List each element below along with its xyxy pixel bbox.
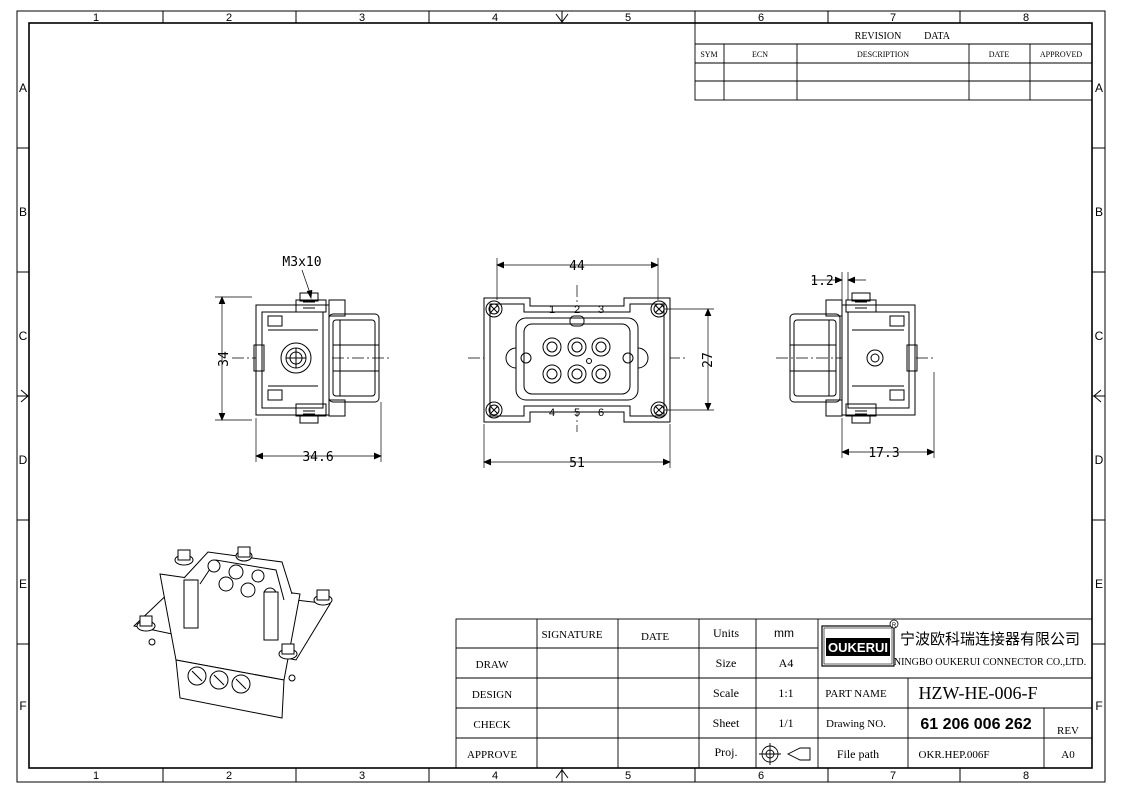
row-label: D [19,453,28,467]
title-role-design: DESIGN [472,689,512,701]
file-path-label: File path [837,747,879,761]
column-label: 3 [359,12,365,24]
column-label: 1 [93,12,99,24]
dim-front-right: 27 [701,352,716,368]
sheet-label: Sheet [713,716,740,730]
rev-value: A0 [1061,749,1075,761]
dim-left-width: 34.6 [302,450,333,465]
company-name-en: NINGBO OUKERUI CONNECTOR CO.,LTD. [894,657,1086,668]
revision-table: REVISION DATA SYM ECN DESCRIPTION DATE A… [694,22,1093,101]
row-label: B [19,205,27,219]
column-label: 4 [492,12,498,24]
row-label: F [1095,699,1102,713]
dim-right-bottom: 17.3 [868,446,899,461]
pin-label: 1 [549,304,555,316]
column-label: 5 [625,770,631,782]
part-name-label: PART NAME [825,688,887,700]
row-label: D [1095,453,1104,467]
column-label: 6 [758,12,764,24]
size-label: Size [716,656,737,670]
company-logo: OUKERUI R [821,619,899,667]
svg-text:R: R [892,623,897,629]
revision-header: SYM [700,50,717,59]
row-labels-left: A B C D E F [19,81,28,713]
row-label: A [1095,81,1103,95]
right-side-view [776,292,936,424]
column-label: 4 [492,770,498,782]
pin-label: 2 [574,304,580,316]
dim-left-height: 34 [217,351,232,367]
pin-label: 4 [549,407,555,419]
row-label: A [19,81,27,95]
revision-header: ECN [752,50,768,59]
revision-title-data: DATA [924,31,951,42]
pin-label: 6 [598,407,604,419]
file-path-value: OKR.HEP.006F [919,749,990,761]
scale-value: 1:1 [778,686,793,700]
logo-text: OUKERUI [828,640,888,655]
scale-label: Scale [713,686,739,700]
left-view-dimensions [215,269,382,462]
dim-screw-label: M3x10 [282,255,321,270]
size-value: A4 [779,656,794,670]
row-label: C [19,329,28,343]
front-view-dimensions [483,258,714,468]
dim-right-top: 1.2 [810,274,833,289]
title-signature-header: SIGNATURE [541,629,602,641]
row-label: E [19,577,27,591]
column-label: 1 [93,770,99,782]
row-label: C [1095,329,1104,343]
dim-front-top: 44 [569,259,585,274]
title-block [455,618,1093,769]
row-label: F [19,699,26,713]
dim-front-bottom: 51 [569,456,585,471]
pin-label: 3 [598,304,604,316]
proj-label: Proj. [714,745,737,759]
title-role-approve: APPROVE [467,749,517,761]
units-value: mm [774,626,794,640]
column-label: 7 [890,12,896,24]
row-label: B [1095,205,1103,219]
title-role-draw: DRAW [476,659,509,671]
title-role-check: CHECK [473,719,510,731]
pin-label: 5 [574,407,580,419]
column-label: 8 [1023,770,1029,782]
row-label: E [1095,577,1103,591]
revision-title: REVISION [855,31,902,42]
column-label: 8 [1023,12,1029,24]
column-label: 2 [226,770,232,782]
revision-header: DESCRIPTION [857,50,909,59]
projection-symbol-icon [759,743,811,765]
rev-label: REV [1057,725,1079,737]
revision-header: DATE [989,50,1010,59]
column-labels-top: 1 2 3 4 5 6 7 8 [93,12,1029,24]
column-label: 3 [359,770,365,782]
right-view-dimensions [812,272,935,458]
column-labels-bottom: 1 2 3 4 5 6 7 8 [93,770,1029,782]
column-label: 7 [890,770,896,782]
units-label: Units [713,626,739,640]
row-labels-right: A B C D E F [1095,81,1104,713]
front-pin-labels: 1 2 3 4 5 6 [549,304,604,419]
column-label: 2 [226,12,232,24]
sheet-value: 1/1 [778,716,793,730]
column-label: 5 [625,12,631,24]
left-side-view [232,292,392,424]
part-name-value: HZW-HE-006-F [919,683,1038,703]
column-label: 6 [758,770,764,782]
title-date-header: DATE [641,631,669,643]
drawing-no-value: 61 206 006 262 [920,716,1031,733]
isometric-view [132,546,333,719]
revision-header: APPROVED [1040,50,1082,59]
front-view [468,285,686,432]
company-name-cn: 宁波欧科瑞连接器有限公司 [900,631,1080,648]
drawing-no-label: Drawing NO. [826,718,886,730]
